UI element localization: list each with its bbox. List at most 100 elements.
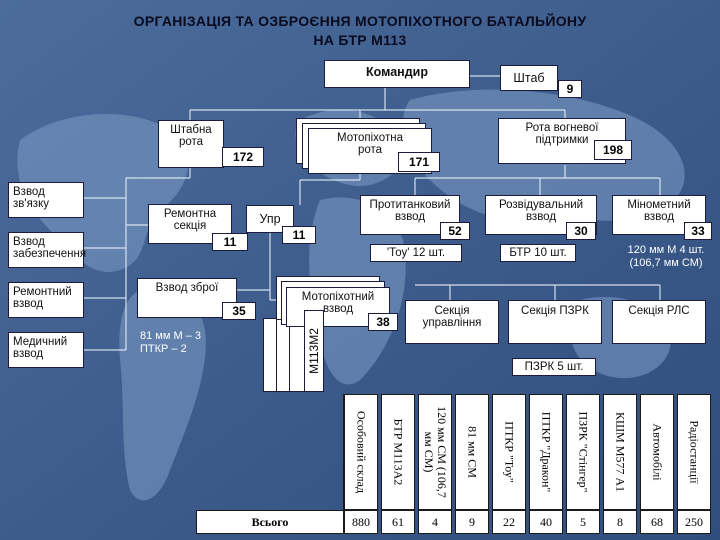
table-cell-value: 9 <box>469 515 475 529</box>
mech-platoon-label: Мотопіхотний взвод <box>301 291 375 315</box>
antitank-note: 'Тоу' 12 шт. <box>370 244 462 262</box>
hq-count: 9 <box>558 80 582 98</box>
mgmt-section-box[interactable]: Секція управління <box>405 300 499 344</box>
hq-company-count-value: 172 <box>232 150 254 164</box>
table-header: КШМ М577 А1 <box>603 394 637 510</box>
weapons-platoon-count-value: 35 <box>232 304 246 318</box>
mortar-platoon-count-value: 33 <box>691 224 705 238</box>
fire-support-count-value: 198 <box>602 143 624 157</box>
table-header: БТР М113А2 <box>381 394 415 510</box>
fire-support-label: Рота вогневої підтримки <box>525 122 599 146</box>
repair-section-count-value: 11 <box>223 235 237 249</box>
table-cell-value: 40 <box>540 515 552 529</box>
fire-support-count: 198 <box>594 140 632 160</box>
weapons-platoon-count: 35 <box>222 302 256 320</box>
commander-box[interactable]: Командир <box>324 60 470 88</box>
medical-platoon-box[interactable]: Медичний взвод <box>8 332 84 368</box>
table-header: Радіостанції <box>677 394 711 510</box>
repair-section-label: Ремонтна секція <box>163 208 217 232</box>
weapons-platoon-box[interactable]: Взвод зброї <box>137 278 237 318</box>
title-line-2: НА БТР М113 <box>313 32 407 48</box>
table-cell: 68 <box>640 510 674 534</box>
antitank-platoon-count: 52 <box>440 222 470 240</box>
table-cell-value: 4 <box>432 515 438 529</box>
table-header-label: КШМ М577 А1 <box>613 411 628 493</box>
hq-company-count: 172 <box>222 147 264 167</box>
table-header: ПТКР "Дракон" <box>529 394 563 510</box>
table-cell: 22 <box>492 510 526 534</box>
recon-note-text: БТР 10 шт. <box>509 247 567 259</box>
mech-company-count: 171 <box>398 152 440 172</box>
org-connectors <box>84 75 661 351</box>
table-header-label: БТР М113А2 <box>391 418 406 486</box>
control-box[interactable]: Упр <box>246 205 294 233</box>
antitank-platoon-label: Протитанковий взвод <box>369 199 451 223</box>
radar-section-box[interactable]: Секція РЛС <box>612 300 706 344</box>
table-header-label: Автомобілі <box>650 423 665 481</box>
hq-company-box[interactable]: Штабна рота <box>158 120 224 168</box>
radar-section-label: Секція РЛС <box>628 305 690 317</box>
sam-note-text: ПЗРК 5 шт. <box>524 361 584 373</box>
mortar-platoon-count: 33 <box>684 222 712 240</box>
table-header-label: ПЗРК "Стінгер" <box>576 411 591 493</box>
repair-platoon-box[interactable]: Ремонтний взвод <box>8 282 84 318</box>
repair-platoon-label: Ремонтний взвод <box>13 286 72 310</box>
control-label: Упр <box>259 212 281 226</box>
sam-section-box[interactable]: Секція ПЗРК <box>508 300 602 344</box>
table-cell: 250 <box>677 510 711 534</box>
recon-platoon-label: Розвідувальний взвод <box>498 199 584 223</box>
table-total-text: Всього <box>251 515 289 529</box>
vehicle-label-strip: M113M2 <box>304 310 324 392</box>
mortar-note-text: 120 мм М 4 шт. (106,7 мм СМ) <box>627 244 705 269</box>
table-cell: 4 <box>418 510 452 534</box>
table-cell: 880 <box>344 510 378 534</box>
mortar-platoon-box[interactable]: Мінометний взвод <box>612 195 706 235</box>
repair-section-count: 11 <box>212 233 248 251</box>
table-cell-value: 880 <box>352 515 370 529</box>
table-header: ПЗРК "Стінгер" <box>566 394 600 510</box>
supply-platoon-box[interactable]: Взвод забезпечення <box>8 232 87 268</box>
table-header-label: Радіостанції <box>687 420 702 484</box>
recon-platoon-count: 30 <box>566 222 596 240</box>
hq-box[interactable]: Штаб <box>500 65 558 91</box>
supply-platoon-label: Взвод забезпечення <box>13 236 87 260</box>
table-cell-value: 250 <box>685 515 703 529</box>
table-cell-value: 22 <box>503 515 515 529</box>
recon-note: БТР 10 шт. <box>500 244 576 262</box>
table-header: 81 мм СМ <box>455 394 489 510</box>
table-cell-value: 61 <box>392 515 404 529</box>
equipment-table: Всього Особовий склад БТР М113А2 120 мм … <box>196 394 714 534</box>
commander-label: Командир <box>366 65 428 79</box>
table-header-label: 81 мм СМ <box>465 426 480 478</box>
sam-note: ПЗРК 5 шт. <box>512 358 596 376</box>
page-title: ОРГАНІЗАЦІЯ ТА ОЗБРОЄННЯ МОТОПІХОТНОГО Б… <box>60 12 660 50</box>
table-spacer <box>196 394 344 510</box>
table-header: ПТКР "Тоу" <box>492 394 526 510</box>
title-line-1: ОРГАНІЗАЦІЯ ТА ОЗБРОЄННЯ МОТОПІХОТНОГО Б… <box>133 13 587 29</box>
vehicle-label: M113M2 <box>307 328 321 374</box>
signal-platoon-label: Взвод зв'язку <box>13 186 49 210</box>
table-cell-value: 68 <box>651 515 663 529</box>
antitank-platoon-count-value: 52 <box>448 224 462 238</box>
medical-platoon-label: Медичний взвод <box>13 336 68 360</box>
antitank-note-text: 'Тоу' 12 шт. <box>386 247 446 259</box>
weapons-note-text: 81 мм М – 3 ПТКР – 2 <box>140 330 201 355</box>
table-header: Особовий склад <box>344 394 378 510</box>
table-cell-value: 5 <box>580 515 586 529</box>
mortar-note: 120 мм М 4 шт. (106,7 мм СМ) <box>614 244 718 270</box>
mech-platoon-count-value: 38 <box>376 315 390 329</box>
hq-label: Штаб <box>513 71 545 85</box>
table-header-label: Особовий склад <box>354 410 369 494</box>
sam-section-label: Секція ПЗРК <box>521 305 589 317</box>
hq-company-label: Штабна рота <box>170 124 212 148</box>
mech-company-label: Мотопіхотна рота <box>337 132 403 156</box>
table-header-label: 120 мм СМ (106,7 мм СМ) <box>422 406 449 498</box>
table-header-label: ПТКР "Тоу" <box>502 421 517 483</box>
control-count-value: 11 <box>292 228 306 242</box>
mech-company-box[interactable]: Мотопіхотна рота <box>308 128 432 174</box>
weapons-platoon-label: Взвод зброї <box>155 282 219 294</box>
table-cell-value: 8 <box>617 515 623 529</box>
hq-count-value: 9 <box>566 82 574 96</box>
weapons-note: 81 мм М – 3 ПТКР – 2 <box>140 330 220 356</box>
signal-platoon-box[interactable]: Взвод зв'язку <box>8 182 84 218</box>
